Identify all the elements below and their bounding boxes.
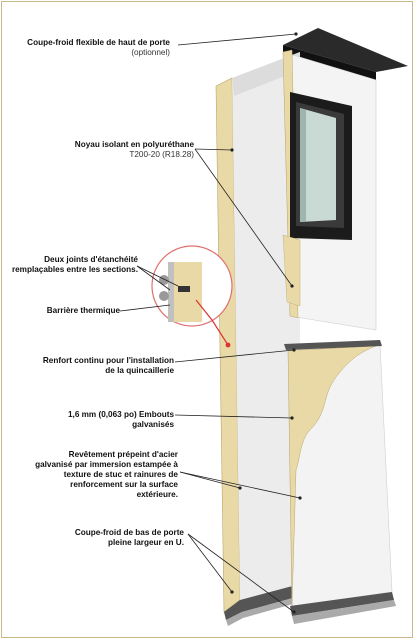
label-core-title: Noyau isolant en polyuréthane: [74, 140, 194, 149]
back-panel-graphic: [215, 52, 300, 626]
label-reinforcement: Renfort continu pour l'installation de l…: [34, 356, 174, 376]
label-core-note: T200-20 (R18.28): [129, 150, 194, 159]
label-thermal-title: Barrière thermique: [46, 306, 120, 315]
label-reinforcement-title: Renfort continu pour l'installation de l…: [42, 356, 174, 375]
label-coating: Revêtement prépeint d'acier galvanisé pa…: [30, 450, 178, 500]
leader-lines: [119, 33, 301, 613]
joint-detail-callout: [151, 245, 233, 348]
label-end-caps: 1,6 mm (0,063 po) Embouts galvanisés: [64, 410, 174, 430]
label-coating-title: Revêtement prépeint d'acier galvanisé pa…: [35, 450, 178, 499]
label-thermal: Barrière thermique: [10, 306, 120, 316]
label-top-seal-title: Coupe-froid flexible de haut de porte: [27, 38, 170, 47]
label-joints: Deux joints d'étanchéité remplaçables en…: [8, 255, 138, 275]
leader-dots: [230, 32, 302, 614]
label-end-caps-title: 1,6 mm (0,063 po) Embouts galvanisés: [67, 410, 174, 429]
upper-panel-graphic: [282, 49, 377, 331]
lower-panel-graphic: [284, 340, 396, 624]
label-core: Noyau isolant en polyuréthane T200-20 (R…: [24, 140, 194, 160]
label-top-seal-note: (optionnel): [131, 48, 170, 57]
label-top-seal: Coupe-froid flexible de haut de porte (o…: [0, 38, 170, 58]
label-bottom-seal-title: Coupe-froid de bas de porte pleine large…: [74, 528, 184, 547]
top-seal-graphic: [283, 28, 408, 80]
label-joints-title: Deux joints d'étanchéité remplaçables en…: [11, 255, 138, 274]
label-bottom-seal: Coupe-froid de bas de porte pleine large…: [64, 528, 184, 548]
